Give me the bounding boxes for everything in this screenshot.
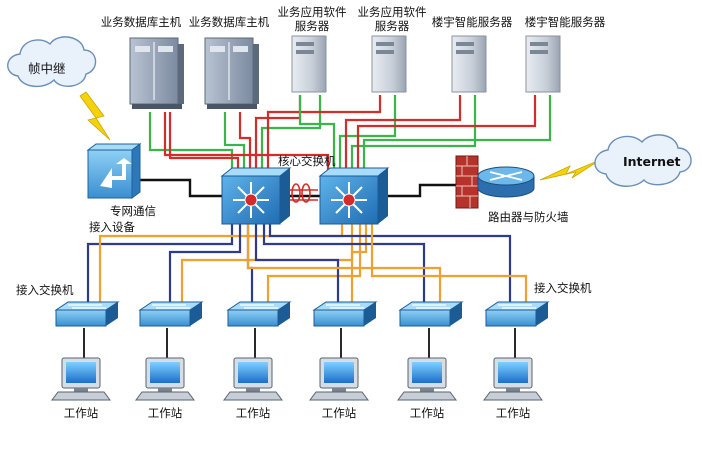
app-server-2-label-line2: 服务器 <box>374 19 410 33</box>
db-host-2-label: 业务数据库主机 <box>188 15 270 29</box>
workstation-1-label: 工作站 <box>63 406 99 420</box>
access-switch-4 <box>312 301 378 327</box>
access-switch-3 <box>226 301 292 327</box>
db-host-1-label: 业务数据库主机 <box>100 15 182 29</box>
router-firewall-label: 路由器与防火墙 <box>488 210 569 224</box>
lightning-right-icon <box>539 159 601 181</box>
workstation-5 <box>397 357 457 401</box>
private-network-label-line2: 接入设备 <box>89 220 135 234</box>
access-switches <box>54 301 550 327</box>
workstation-3 <box>223 357 283 401</box>
access-switch-5 <box>398 301 464 327</box>
router-icon <box>477 166 535 198</box>
firewall-icon <box>455 155 479 209</box>
building-server-1-label: 楼宇智能服务器 <box>431 15 513 29</box>
workstation-1 <box>51 357 111 401</box>
workstations <box>51 357 543 401</box>
access-switch-2 <box>138 301 204 327</box>
app-server-1-label-line1: 业务应用软件 <box>277 5 347 19</box>
access-switch-6 <box>484 301 550 327</box>
workstation-4-label: 工作站 <box>321 406 357 420</box>
connection-lines <box>83 95 552 360</box>
access-switch-label-left: 接入交换机 <box>16 283 74 297</box>
core-switch-1 <box>220 167 292 225</box>
private-network-device <box>86 143 142 199</box>
app-server-1 <box>291 35 327 93</box>
internet-cloud <box>594 134 692 187</box>
building-server-2 <box>525 35 561 93</box>
db-host-1 <box>129 37 184 109</box>
app-server-2-label-line1: 业务应用软件 <box>357 5 427 19</box>
access-switch-1 <box>54 301 120 327</box>
access-switch-label-right: 接入交换机 <box>534 281 592 295</box>
lightning-left-icon <box>79 91 111 141</box>
app-server-2 <box>371 35 407 93</box>
internet-label: Internet <box>623 154 681 169</box>
workstation-2-label: 工作站 <box>147 406 183 420</box>
building-server-2-label: 楼宇智能服务器 <box>524 15 606 29</box>
core-switch-label: 核心交换机 <box>278 154 336 168</box>
app-server-1-label-line2: 服务器 <box>294 19 330 33</box>
workstation-2 <box>135 357 195 401</box>
core-switch-2 <box>318 167 390 225</box>
private-network-label-line1: 专网通信 <box>110 204 156 218</box>
workstation-3-label: 工作站 <box>235 406 271 420</box>
workstation-5-label: 工作站 <box>409 406 445 420</box>
workstation-6 <box>483 357 543 401</box>
building-server-1 <box>451 35 487 93</box>
frame-relay-cloud <box>7 36 97 87</box>
workstation-6-label: 工作站 <box>495 406 531 420</box>
frame-relay-label: 帧中继 <box>28 61 66 76</box>
db-host-2 <box>204 37 259 109</box>
workstation-4 <box>309 357 369 401</box>
